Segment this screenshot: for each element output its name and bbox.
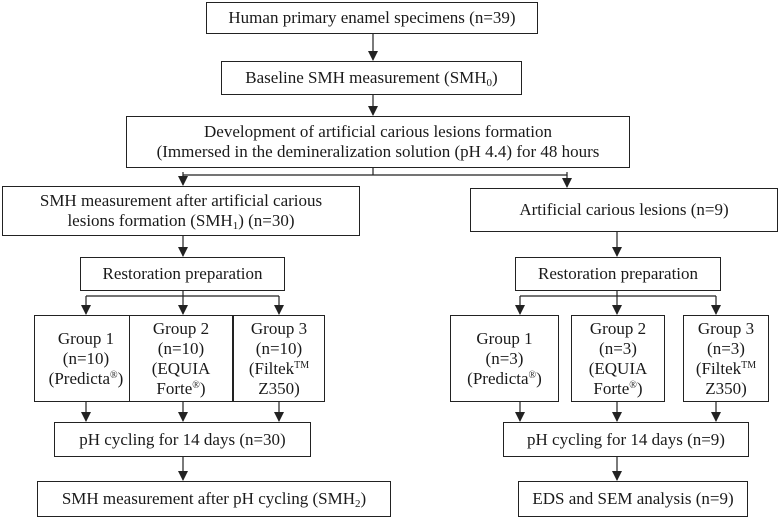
- right-group2-node: Group 2 (n=3) (EQUIA Forte®): [571, 315, 665, 402]
- specimens-label: Human primary enamel specimens (n=39): [228, 8, 516, 27]
- left-group1-node: Group 1 (n=10) (Predicta®): [34, 315, 138, 402]
- baseline-node: Baseline SMH measurement (SMH0): [221, 61, 522, 95]
- left-cycling-label: pH cycling for 14 days (n=30): [79, 429, 286, 449]
- left-final-label: SMH measurement after pH cycling (SMH2): [61, 489, 367, 510]
- left-final-node: SMH measurement after pH cycling (SMH2): [37, 481, 391, 517]
- right-final-node: EDS and SEM analysis (n=9): [518, 481, 748, 517]
- lesion-development-line1: Development of artificial carious lesion…: [204, 122, 552, 141]
- left-smh1-line1: SMH measurement after artificial carious: [39, 191, 323, 210]
- right-final-label: EDS and SEM analysis (n=9): [532, 489, 734, 508]
- right-group1-node: Group 1 (n=3) (Predicta®): [450, 315, 559, 402]
- right-lesions-node: Artificial carious lesions (n=9): [470, 188, 778, 232]
- left-group2-node: Group 2 (n=10) (EQUIA Forte®): [129, 315, 233, 402]
- left-group3-node: Group 3 (n=10) (FiltekTM Z350): [233, 315, 325, 402]
- baseline-label: Baseline SMH measurement (SMH0): [245, 68, 498, 89]
- right-cycling-node: pH cycling for 14 days (n=9): [503, 422, 749, 457]
- right-prep-node: Restoration preparation: [515, 257, 721, 291]
- specimens-node: Human primary enamel specimens (n=39): [206, 2, 538, 34]
- split-line: [182, 172, 568, 176]
- right-cycling-label: pH cycling for 14 days (n=9): [527, 429, 725, 449]
- left-prep-label: Restoration preparation: [102, 264, 263, 283]
- right-prep-label: Restoration preparation: [537, 264, 699, 283]
- left-smh1-line2: lesions formation (SMH1) (n=30): [67, 211, 295, 232]
- right-lesions-label: Artificial carious lesions (n=9): [519, 200, 729, 219]
- lesion-development-line2: (Immersed in the demineralization soluti…: [156, 142, 600, 161]
- left-prep-node: Restoration preparation: [80, 257, 285, 291]
- right-group3-node: Group 3 (n=3) (FiltekTM Z350): [683, 315, 769, 402]
- left-smh1-node: SMH measurement after artificial carious…: [2, 186, 360, 236]
- lesion-development-node: Development of artificial carious lesion…: [126, 116, 630, 168]
- left-cycling-node: pH cycling for 14 days (n=30): [54, 422, 311, 457]
